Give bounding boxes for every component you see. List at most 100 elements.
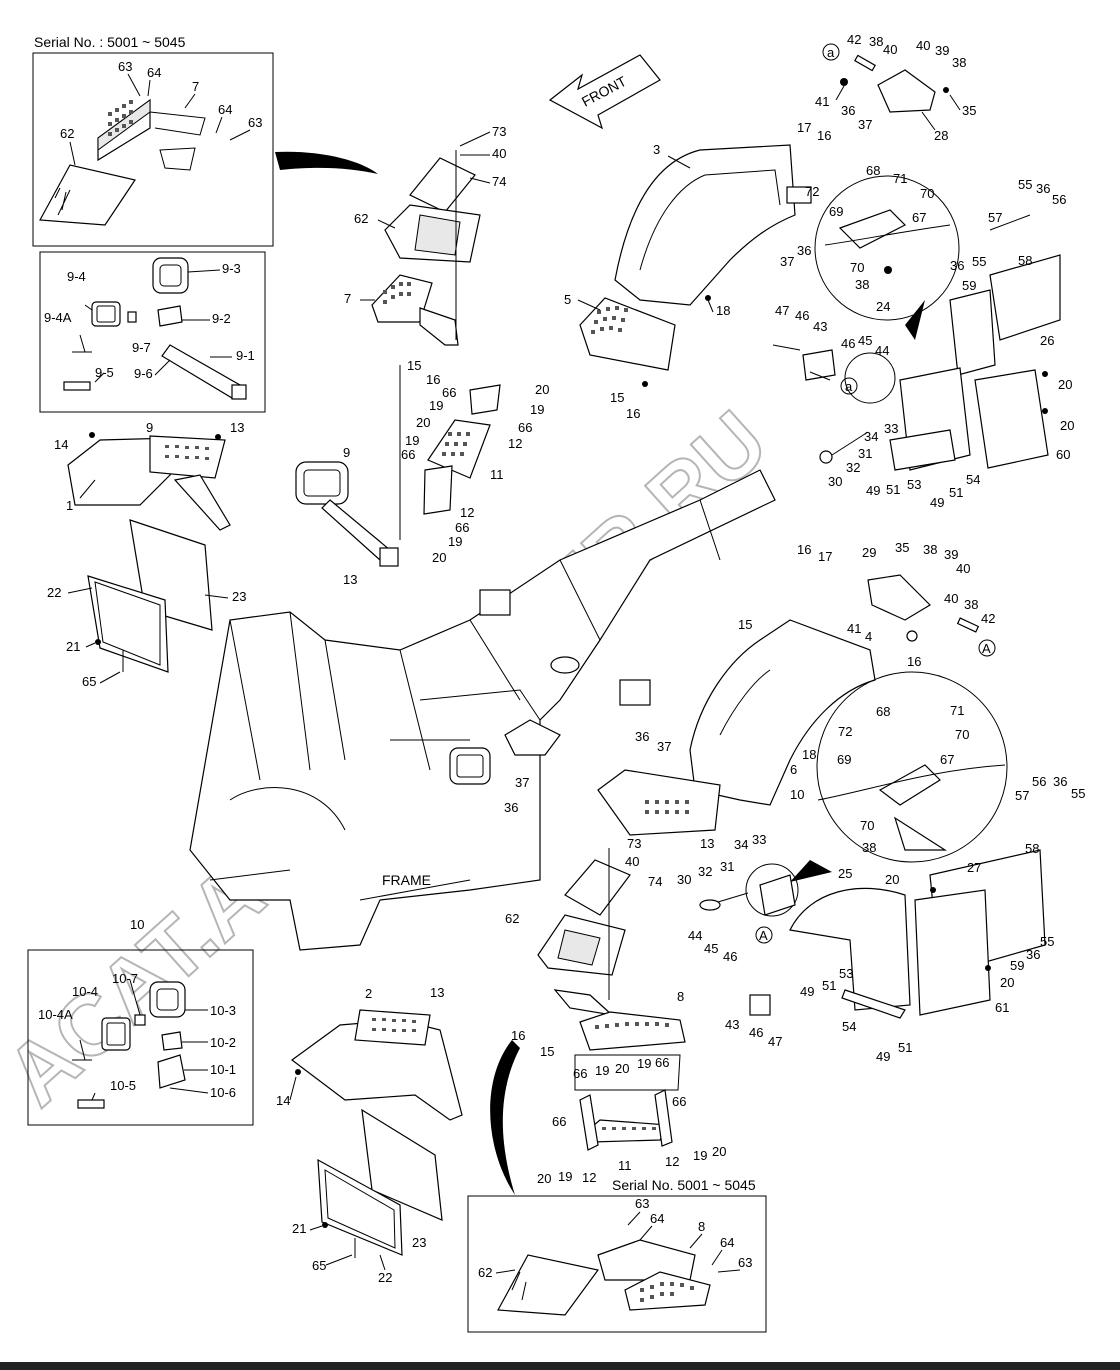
label: 23 [232,589,246,604]
label: 69 [837,752,851,767]
label: 9-1 [236,348,255,363]
callout-a-mid [840,377,858,395]
callout-A-right [978,639,996,657]
label: 57 [1015,788,1029,803]
label: 9-4 [67,269,86,284]
label: 21 [292,1221,306,1236]
label: 38 [855,277,869,292]
callout: a [827,45,835,60]
label: 51 [822,978,836,993]
label: 19 [637,1056,651,1071]
label: 55 [1071,786,1085,801]
label: 64 [720,1235,734,1250]
label: 53 [839,966,853,981]
label: 42 [847,32,861,47]
label: 1 [66,498,73,513]
label: 12 [508,436,522,451]
label: 62 [60,126,74,141]
label: 61 [995,1000,1009,1015]
label: 16 [797,542,811,557]
label: 62 [478,1265,492,1280]
main-frame: FRAME 37 36 [189,469,776,951]
label: 34 [734,837,748,852]
right-plate-26: 55 36 56 57 58 36 55 59 24 26 [876,177,1066,376]
label: 25 [838,866,852,881]
label: 66 [401,447,415,462]
label: 55 [972,254,986,269]
label: 9-7 [132,340,151,355]
label: 51 [886,482,900,497]
label: 71 [950,703,964,718]
pointer-arrow-icon [905,300,925,340]
label: 20 [1000,975,1014,990]
label: 10-5 [110,1078,136,1093]
label: 63 [248,115,262,130]
label: 10 [790,787,804,802]
inset-lamp-10: 10 10-7 10-4 10-3 10-4A 10-2 10-1 10-6 1… [27,917,254,1126]
callout-A-bottom [755,926,773,944]
label: 19 [448,534,462,549]
label: 12 [460,505,474,520]
label: 22 [47,585,61,600]
label: 19 [595,1063,609,1078]
label: 20 [1060,418,1074,433]
label: 2 [365,986,372,1001]
label: 54 [842,1019,856,1034]
label: 9 [146,420,153,435]
label: 47 [768,1034,782,1049]
label: 70 [920,186,934,201]
label: 19 [405,433,419,448]
label: 33 [884,421,898,436]
label: 8 [698,1219,705,1234]
label: 10-4 [72,984,98,999]
label: 70 [850,260,864,275]
label: 15 [610,390,624,405]
label: 12 [665,1154,679,1169]
label: 36 [1026,947,1040,962]
inset-bottom: Serial No. 5001 ~ 5045 63 64 8 64 63 62 [467,1177,767,1333]
label: 20 [712,1144,726,1159]
label: 19 [429,398,443,413]
label: 11 [490,467,504,482]
label: 59 [1010,958,1024,973]
label: 38 [862,840,876,855]
label: 70 [955,727,969,742]
label: 51 [898,1040,912,1055]
label: 35 [962,103,976,118]
label: 10-4A [38,1007,73,1022]
left-small-step-11: 66 20 19 19 20 66 12 19 66 11 12 66 19 2… [399,365,549,565]
label: 41 [847,621,861,636]
label: 44 [875,343,889,358]
right-rear-fender-60: a 47 46 43 46 45 44 20 20 60 34 33 31 32… [772,300,1074,510]
label: 62 [505,911,519,926]
label: 15 [407,358,421,373]
label: 39 [935,43,949,58]
label: 54 [966,472,980,487]
label: 59 [962,278,976,293]
label: 49 [800,984,814,999]
label: 13 [700,836,714,851]
label: 51 [949,485,963,500]
label: 19 [558,1169,572,1184]
label: 20 [416,415,430,430]
label: 37 [657,739,671,754]
right-step-assembly: 73 40 74 62 8 16 15 [505,836,686,1059]
serial-label-bottom: Serial No. 5001 ~ 5045 [612,1177,756,1193]
frame-label: FRAME [382,872,431,888]
label: 10-2 [210,1035,236,1050]
label: 7 [344,291,351,306]
label: 41 [815,94,829,109]
label: 70 [860,818,874,833]
label: 19 [693,1148,707,1163]
label: 15 [738,617,752,632]
left-step-assembly: 73 40 74 62 7 15 16 [344,124,506,387]
label: 13 [230,420,244,435]
front-arrow-icon: FRONT [548,54,661,130]
label: 69 [829,204,843,219]
label: 53 [907,477,921,492]
label: 40 [492,146,506,161]
label: 37 [515,775,529,790]
label: 65 [82,674,96,689]
detail-circle-upper: 68 71 72 70 69 67 70 38 [805,163,960,321]
label: 16 [907,654,921,669]
